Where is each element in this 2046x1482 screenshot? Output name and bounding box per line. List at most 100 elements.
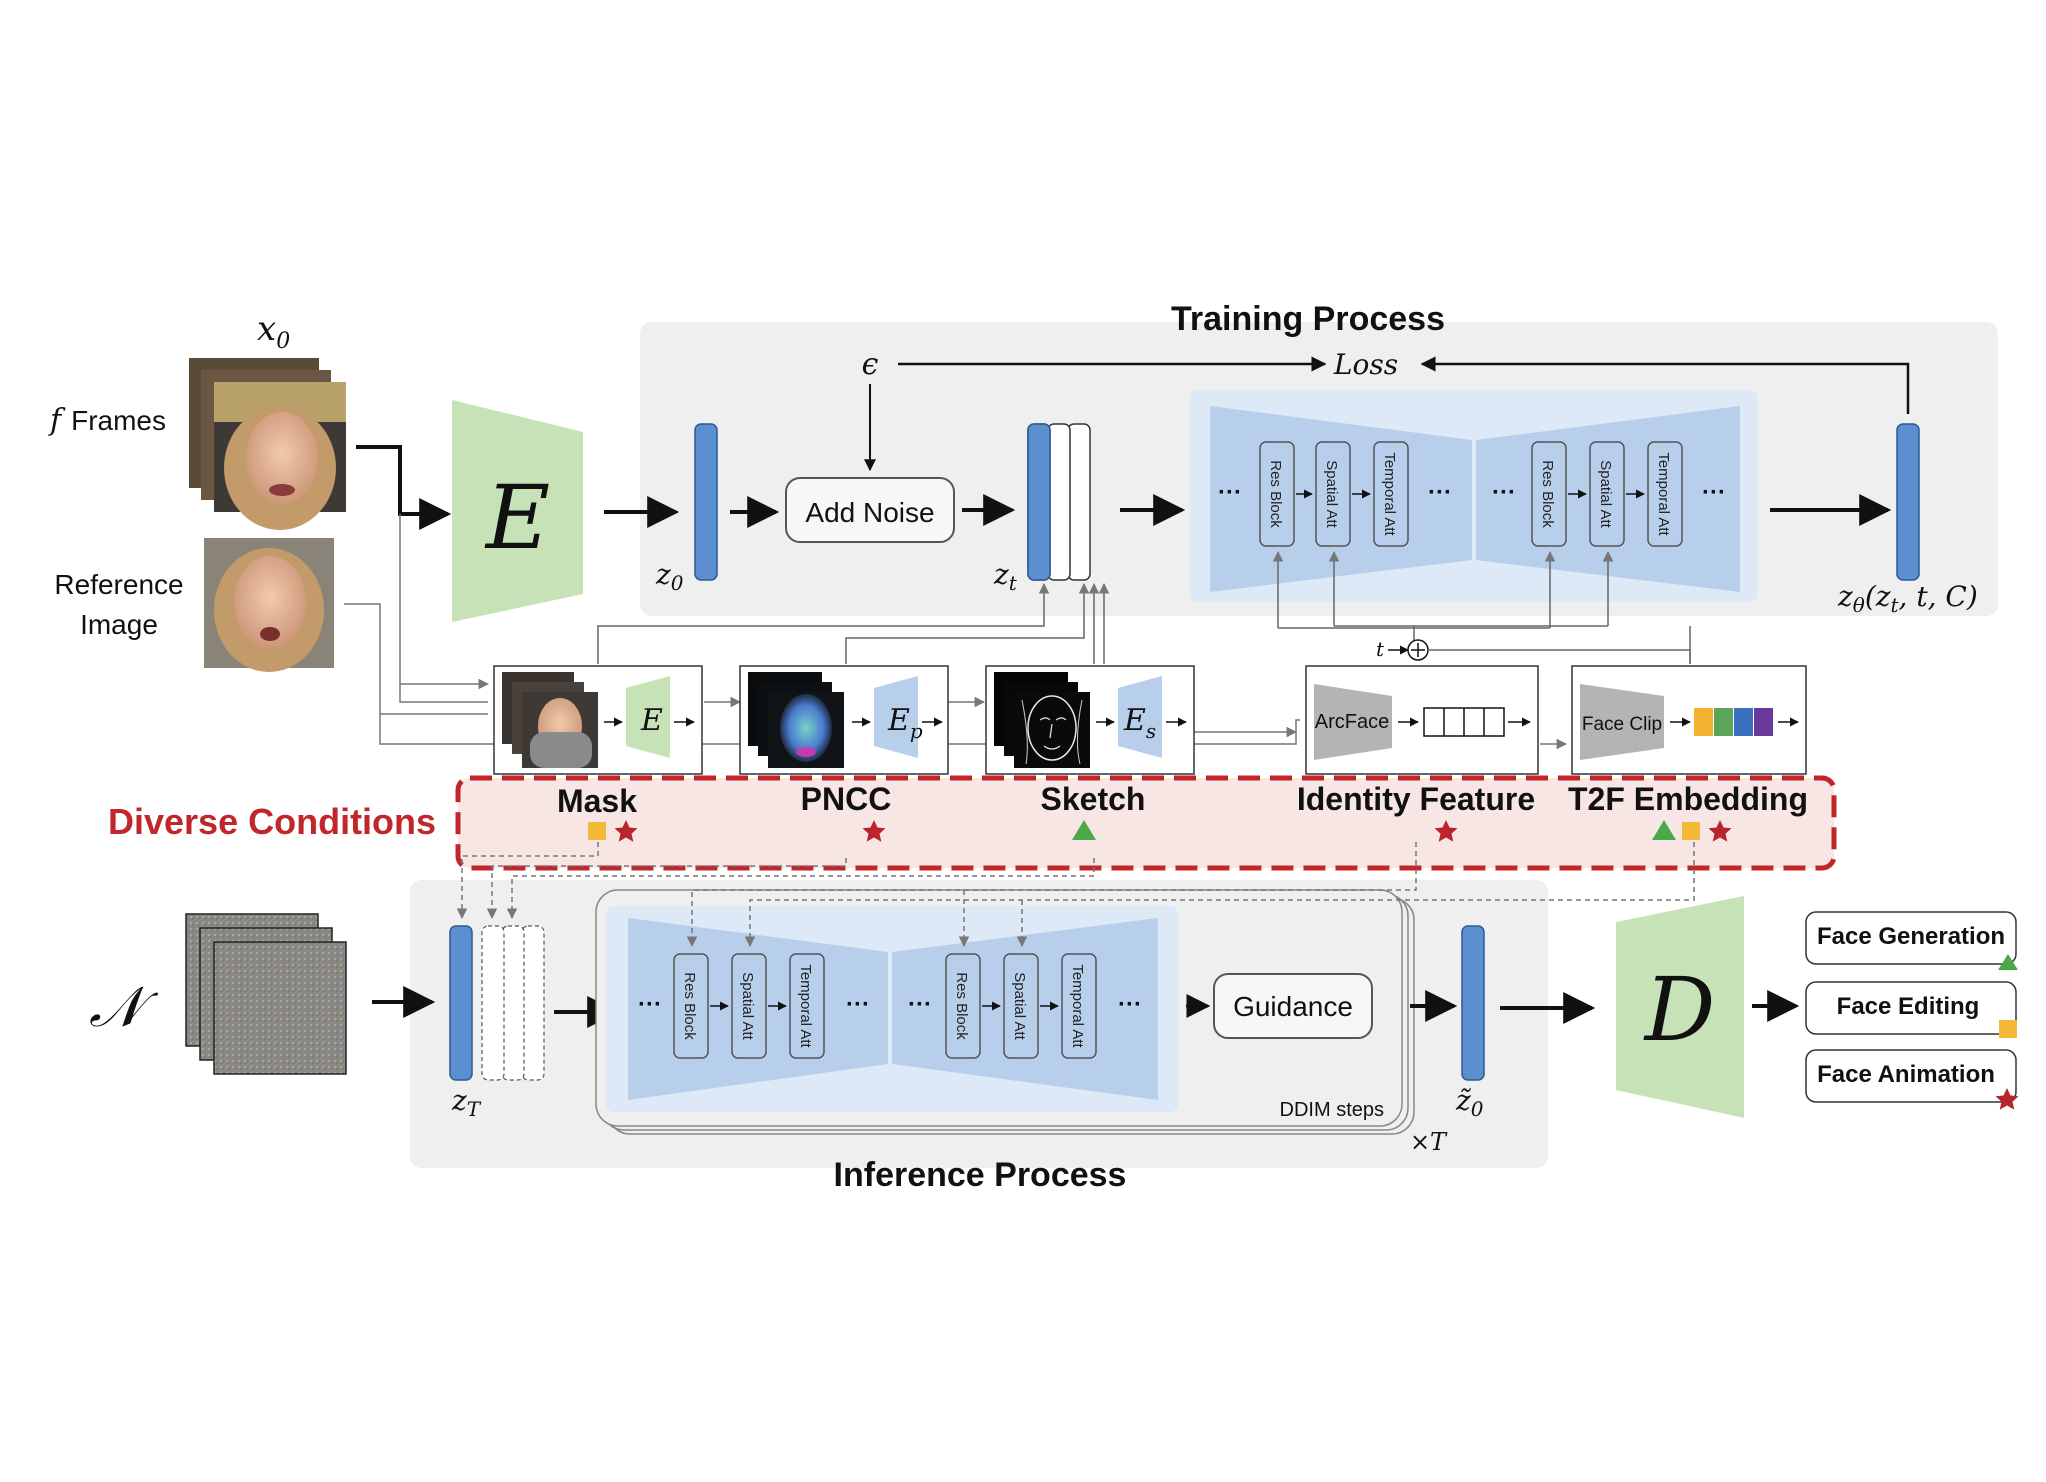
condition-label-mask: Mask [557, 783, 637, 819]
condition-label-sketch: Sketch [1041, 781, 1146, 817]
arcface-label: ArcFace [1315, 711, 1389, 733]
svg-text:Spatial Att: Spatial Att [1323, 460, 1340, 528]
reference-label: Reference [54, 569, 183, 600]
svg-text:Spatial Att: Spatial Att [739, 972, 756, 1040]
inference-title: Inference Process [834, 1156, 1127, 1194]
zT-label: zT [451, 1084, 482, 1121]
encoder-e [452, 400, 583, 622]
svg-text:Spatial Att: Spatial Att [1011, 972, 1028, 1040]
reference-image [204, 538, 334, 672]
task-face-animation-label: Face Animation [1817, 1061, 1995, 1088]
condition-label-identity: Identity Feature [1297, 781, 1535, 817]
svg-text:Temporal Att: Temporal Att [1069, 964, 1086, 1048]
reference-label-2: Image [80, 609, 158, 640]
ddim-steps-label: DDIM steps [1280, 1099, 1384, 1121]
animation-marker-icon [1995, 1088, 2019, 1110]
times-t-label: ×T [1410, 1128, 1448, 1156]
task-face-animation [1805, 1049, 2017, 1103]
unet-train-block-4: Res Block [1531, 441, 1567, 547]
svg-text:Res Block: Res Block [1267, 460, 1284, 528]
condition-label-t2f: T2F Embedding [1568, 781, 1808, 817]
editing-marker-icon [588, 822, 606, 840]
decoder-d [1616, 896, 1744, 1118]
animation-marker-icon [1708, 820, 1732, 842]
guidance-label: Guidance [1233, 991, 1353, 1022]
mask-images [502, 672, 598, 768]
latent-zt-stack [1027, 423, 1091, 581]
sketch-encoder-label: Es [1123, 703, 1156, 743]
x0-label: x0 [257, 309, 290, 354]
pncc-encoder-label: Ep [887, 703, 923, 743]
latent-output [1896, 423, 1920, 581]
unet-infer-block-3: Temporal Att [789, 953, 825, 1059]
epsilon-label: ϵ [862, 347, 879, 382]
animation-marker-icon [614, 820, 638, 842]
svg-text:Temporal Att: Temporal Att [1655, 452, 1672, 536]
add-noise-label: Add Noise [805, 497, 934, 528]
decoder-d-label: D [1643, 958, 1716, 1061]
add-icon [1407, 639, 1429, 661]
loss-label: Loss [1333, 348, 1398, 381]
editing-marker-icon [1682, 822, 1700, 840]
faceclip-encoder [1580, 684, 1664, 760]
ellipsis: ··· [1492, 479, 1516, 506]
task-face-generation-label: Face Generation [1817, 923, 2005, 950]
animation-marker-icon [1434, 820, 1458, 842]
svg-text:Spatial Att: Spatial Att [1597, 460, 1614, 528]
zt-label: zt [993, 558, 1018, 595]
z0-label: z0 [655, 558, 684, 595]
unet-infer-block-1: Res Block [673, 953, 709, 1059]
add-noise-box [785, 477, 955, 543]
condition-label-pncc: PNCC [801, 781, 892, 817]
unet-infer-block-2: Spatial Att [731, 953, 767, 1059]
ellipsis: ··· [1118, 991, 1142, 1018]
ellipsis: ··· [908, 991, 932, 1018]
task-face-editing-label: Face Editing [1837, 993, 1980, 1020]
arcface-encoder [1314, 684, 1392, 760]
z0-hat-label: z̃0 [1455, 1084, 1484, 1121]
ellipsis: ··· [1218, 479, 1242, 506]
sketch-encoder [1118, 676, 1162, 758]
svg-text:Temporal Att: Temporal Att [797, 964, 814, 1048]
latent-z0-hat [1461, 925, 1485, 1081]
unet-train-block-5: Spatial Att [1589, 441, 1625, 547]
svg-text:Temporal Att: Temporal Att [1381, 452, 1398, 536]
generation-marker-icon [1998, 954, 2018, 970]
guidance-box [1213, 973, 1373, 1039]
latent-zT-stack [449, 925, 545, 1081]
task-face-editing [1805, 981, 2017, 1035]
diverse-conditions-region [455, 775, 1837, 871]
ellipsis: ··· [846, 991, 870, 1018]
svg-text:Res Block: Res Block [953, 972, 970, 1040]
unet-infer-block-5: Spatial Att [1003, 953, 1039, 1059]
identity-vector [1423, 707, 1505, 737]
task-face-generation [1805, 911, 2017, 965]
generation-marker-icon [1652, 820, 1676, 840]
pncc-images [748, 672, 844, 768]
t-input-label: t [1376, 637, 1385, 661]
diverse-conditions-title: Diverse Conditions [108, 801, 436, 842]
t2f-embedding-vector [1694, 708, 1773, 736]
pncc-encoder [874, 676, 918, 758]
noise-label: 𝒩 [89, 975, 159, 1040]
unet-train-block-6: Temporal Att [1647, 441, 1683, 547]
svg-text:Res Block: Res Block [1539, 460, 1556, 528]
svg-text:Res Block: Res Block [681, 972, 698, 1040]
training-title: Training Process [1171, 300, 1445, 338]
editing-marker-icon [1999, 1020, 2017, 1038]
unet-train-block-1: Res Block [1259, 441, 1295, 547]
unet-train-block-3: Temporal Att [1373, 441, 1409, 547]
ellipsis: ··· [1428, 479, 1452, 506]
noise-images [185, 913, 347, 1075]
encoder-e-label: E [484, 466, 550, 569]
output-label: zθ(zt, t, C) [1837, 580, 1978, 617]
mask-encoder [626, 676, 670, 758]
mask-encoder-label: E [640, 703, 663, 738]
latent-z0 [694, 423, 718, 581]
generation-marker-icon [1072, 820, 1096, 840]
input-frames [189, 358, 346, 530]
unet-train-block-2: Spatial Att [1315, 441, 1351, 547]
ellipsis: ··· [1702, 479, 1726, 506]
